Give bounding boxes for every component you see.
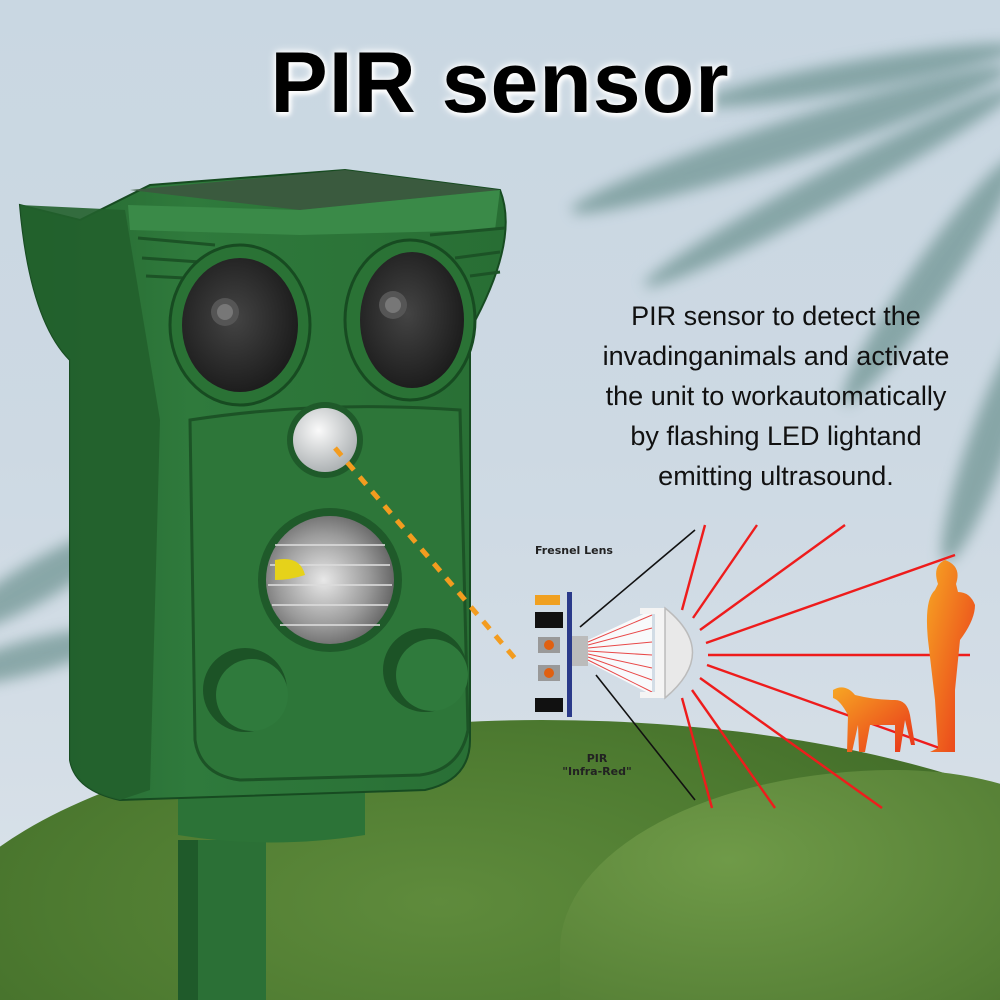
feature-description: PIR sensor to detect the invadinganimals… [548,296,1000,496]
animal-repeller-device [18,168,507,802]
pointer-dashed-line [333,446,520,664]
description-line: PIR sensor to detect the [631,301,921,331]
description-line: the unit to workautomatically [605,381,947,411]
ultrasonic-speaker-right [360,252,464,388]
knob-left [216,659,288,731]
description-line: invadinganimals and activate [602,341,950,371]
ultrasonic-speaker-left [182,258,298,392]
dog-heat-figure [833,687,915,752]
fresnel-diagram [535,524,975,809]
fresnel-lens-label: Fresnel Lens [535,544,613,557]
pir-label-line: "Infra-Red" [562,765,632,778]
fresnel-lens [664,606,694,700]
description-line: by flashing LED lightand [630,421,922,451]
description-line: emitting ultrasound. [658,461,894,491]
pir-label-line: PIR [586,752,608,765]
page-title: PIR sensor [270,35,730,131]
pir-label: PIR "Infra-Red" [557,752,637,778]
knob-right [396,639,468,711]
person-heat-figure [926,560,975,752]
led-light [266,516,394,644]
